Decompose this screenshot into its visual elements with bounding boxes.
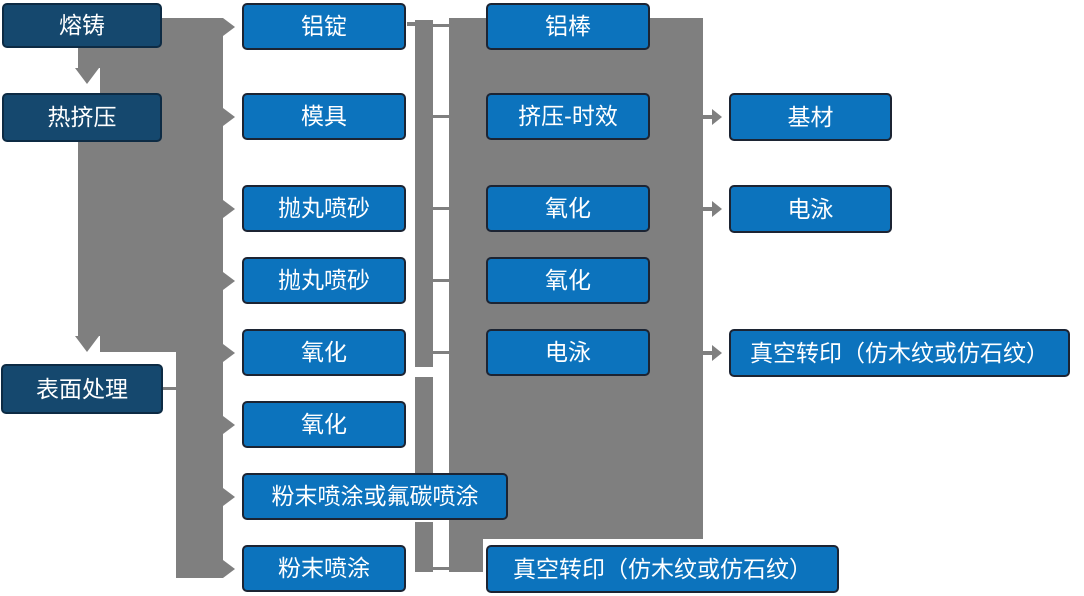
- node-oxidation-b2: 氧化: [486, 257, 650, 304]
- node-oxidation-b1: 氧化: [486, 185, 650, 232]
- arrow-right-icon: [712, 201, 722, 217]
- node-vacuum-transfer-print-b: 真空转印（仿木纹或仿石纹）: [729, 329, 1070, 377]
- node-powder-spray: 粉末喷涂: [242, 545, 406, 592]
- connector-line: [163, 387, 176, 390]
- node-shot-blasting-2: 抛丸喷砂: [242, 257, 406, 304]
- arrow-right-icon: [712, 109, 722, 125]
- connector-bar-col3-backdrop-foot: [449, 539, 483, 572]
- arrow-right-icon: [223, 18, 235, 36]
- arrow-down-icon: [75, 336, 99, 352]
- node-electrophoresis-a: 电泳: [486, 329, 650, 376]
- node-substrate: 基材: [729, 93, 892, 141]
- arrow-right-icon: [223, 108, 235, 126]
- connector-line: [433, 567, 449, 570]
- node-vacuum-transfer-print-a: 真空转印（仿木纹或仿石纹）: [486, 545, 839, 593]
- connector-bar-mid-1: [415, 20, 433, 367]
- connector-bar-mid-2: [415, 377, 433, 473]
- connector-bar-main-left-bottom: [78, 142, 100, 336]
- node-aluminum-ingot: 铝锭: [242, 3, 406, 50]
- node-oxidation-a2: 氧化: [242, 401, 406, 448]
- connector-line: [433, 279, 449, 282]
- connector-bar-mid-3: [415, 522, 433, 572]
- connector-line: [433, 207, 449, 210]
- arrow-down-icon: [75, 68, 99, 84]
- connector-line: [433, 24, 449, 27]
- connector-line: [703, 207, 712, 211]
- node-oxidation-a1: 氧化: [242, 329, 406, 376]
- node-aluminum-bar: 铝棒: [486, 3, 650, 50]
- connector-bar-lower-left: [176, 352, 223, 578]
- connector-line: [407, 22, 415, 26]
- node-melting-casting: 熔铸: [2, 3, 162, 48]
- node-shot-blasting-1: 抛丸喷砂: [242, 185, 406, 232]
- connector-line: [433, 115, 449, 118]
- connector-line: [433, 351, 449, 354]
- arrow-right-icon: [223, 200, 235, 218]
- arrow-right-icon: [223, 560, 235, 578]
- connector-line: [703, 115, 712, 119]
- arrow-right-icon: [712, 345, 722, 361]
- arrow-right-icon: [223, 344, 235, 362]
- arrow-right-icon: [223, 272, 235, 290]
- node-surface-treatment: 表面处理: [1, 364, 163, 414]
- node-powder-or-fluorocarbon-spray: 粉末喷涂或氟碳喷涂: [242, 473, 508, 520]
- connector-line: [703, 351, 712, 355]
- node-mould: 模具: [242, 93, 406, 140]
- connector-bar-main: [100, 18, 223, 352]
- node-hot-extrusion: 热挤压: [2, 93, 162, 142]
- node-extrusion-aging: 挤压-时效: [486, 93, 650, 140]
- node-electrophoresis-b: 电泳: [729, 185, 892, 233]
- arrow-right-icon: [223, 416, 235, 434]
- arrow-right-icon: [223, 488, 235, 506]
